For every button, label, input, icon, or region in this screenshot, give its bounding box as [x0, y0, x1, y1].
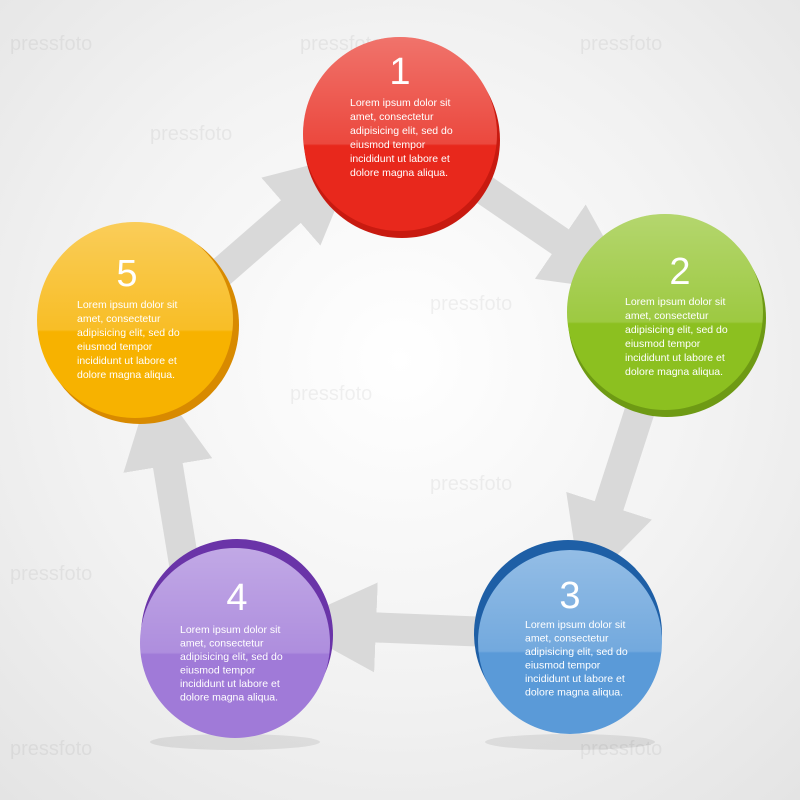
- step-number: 3: [559, 575, 580, 617]
- shadows: [150, 734, 655, 750]
- step-number: 4: [226, 577, 247, 619]
- watermark: pressfoto: [580, 738, 662, 760]
- arrow-4-to-5: [123, 376, 213, 573]
- step-number: 2: [669, 251, 690, 293]
- watermark: pressfoto: [430, 293, 512, 315]
- arrow-2-to-3: [566, 405, 655, 592]
- watermark: pressfoto: [150, 123, 232, 145]
- step-number: 5: [116, 253, 137, 295]
- watermark: pressfoto: [290, 383, 372, 405]
- arrow-1-to-2: [461, 167, 635, 293]
- watermark: pressfoto: [10, 738, 92, 760]
- step-number: 1: [389, 51, 410, 93]
- watermarks: pressfoto pressfoto pressfoto pressfoto …: [10, 33, 662, 760]
- arrow-3-to-4: [286, 582, 491, 673]
- watermark: pressfoto: [10, 33, 92, 55]
- watermark: pressfoto: [10, 563, 92, 585]
- watermark: pressfoto: [580, 33, 662, 55]
- watermark: pressfoto: [430, 473, 512, 495]
